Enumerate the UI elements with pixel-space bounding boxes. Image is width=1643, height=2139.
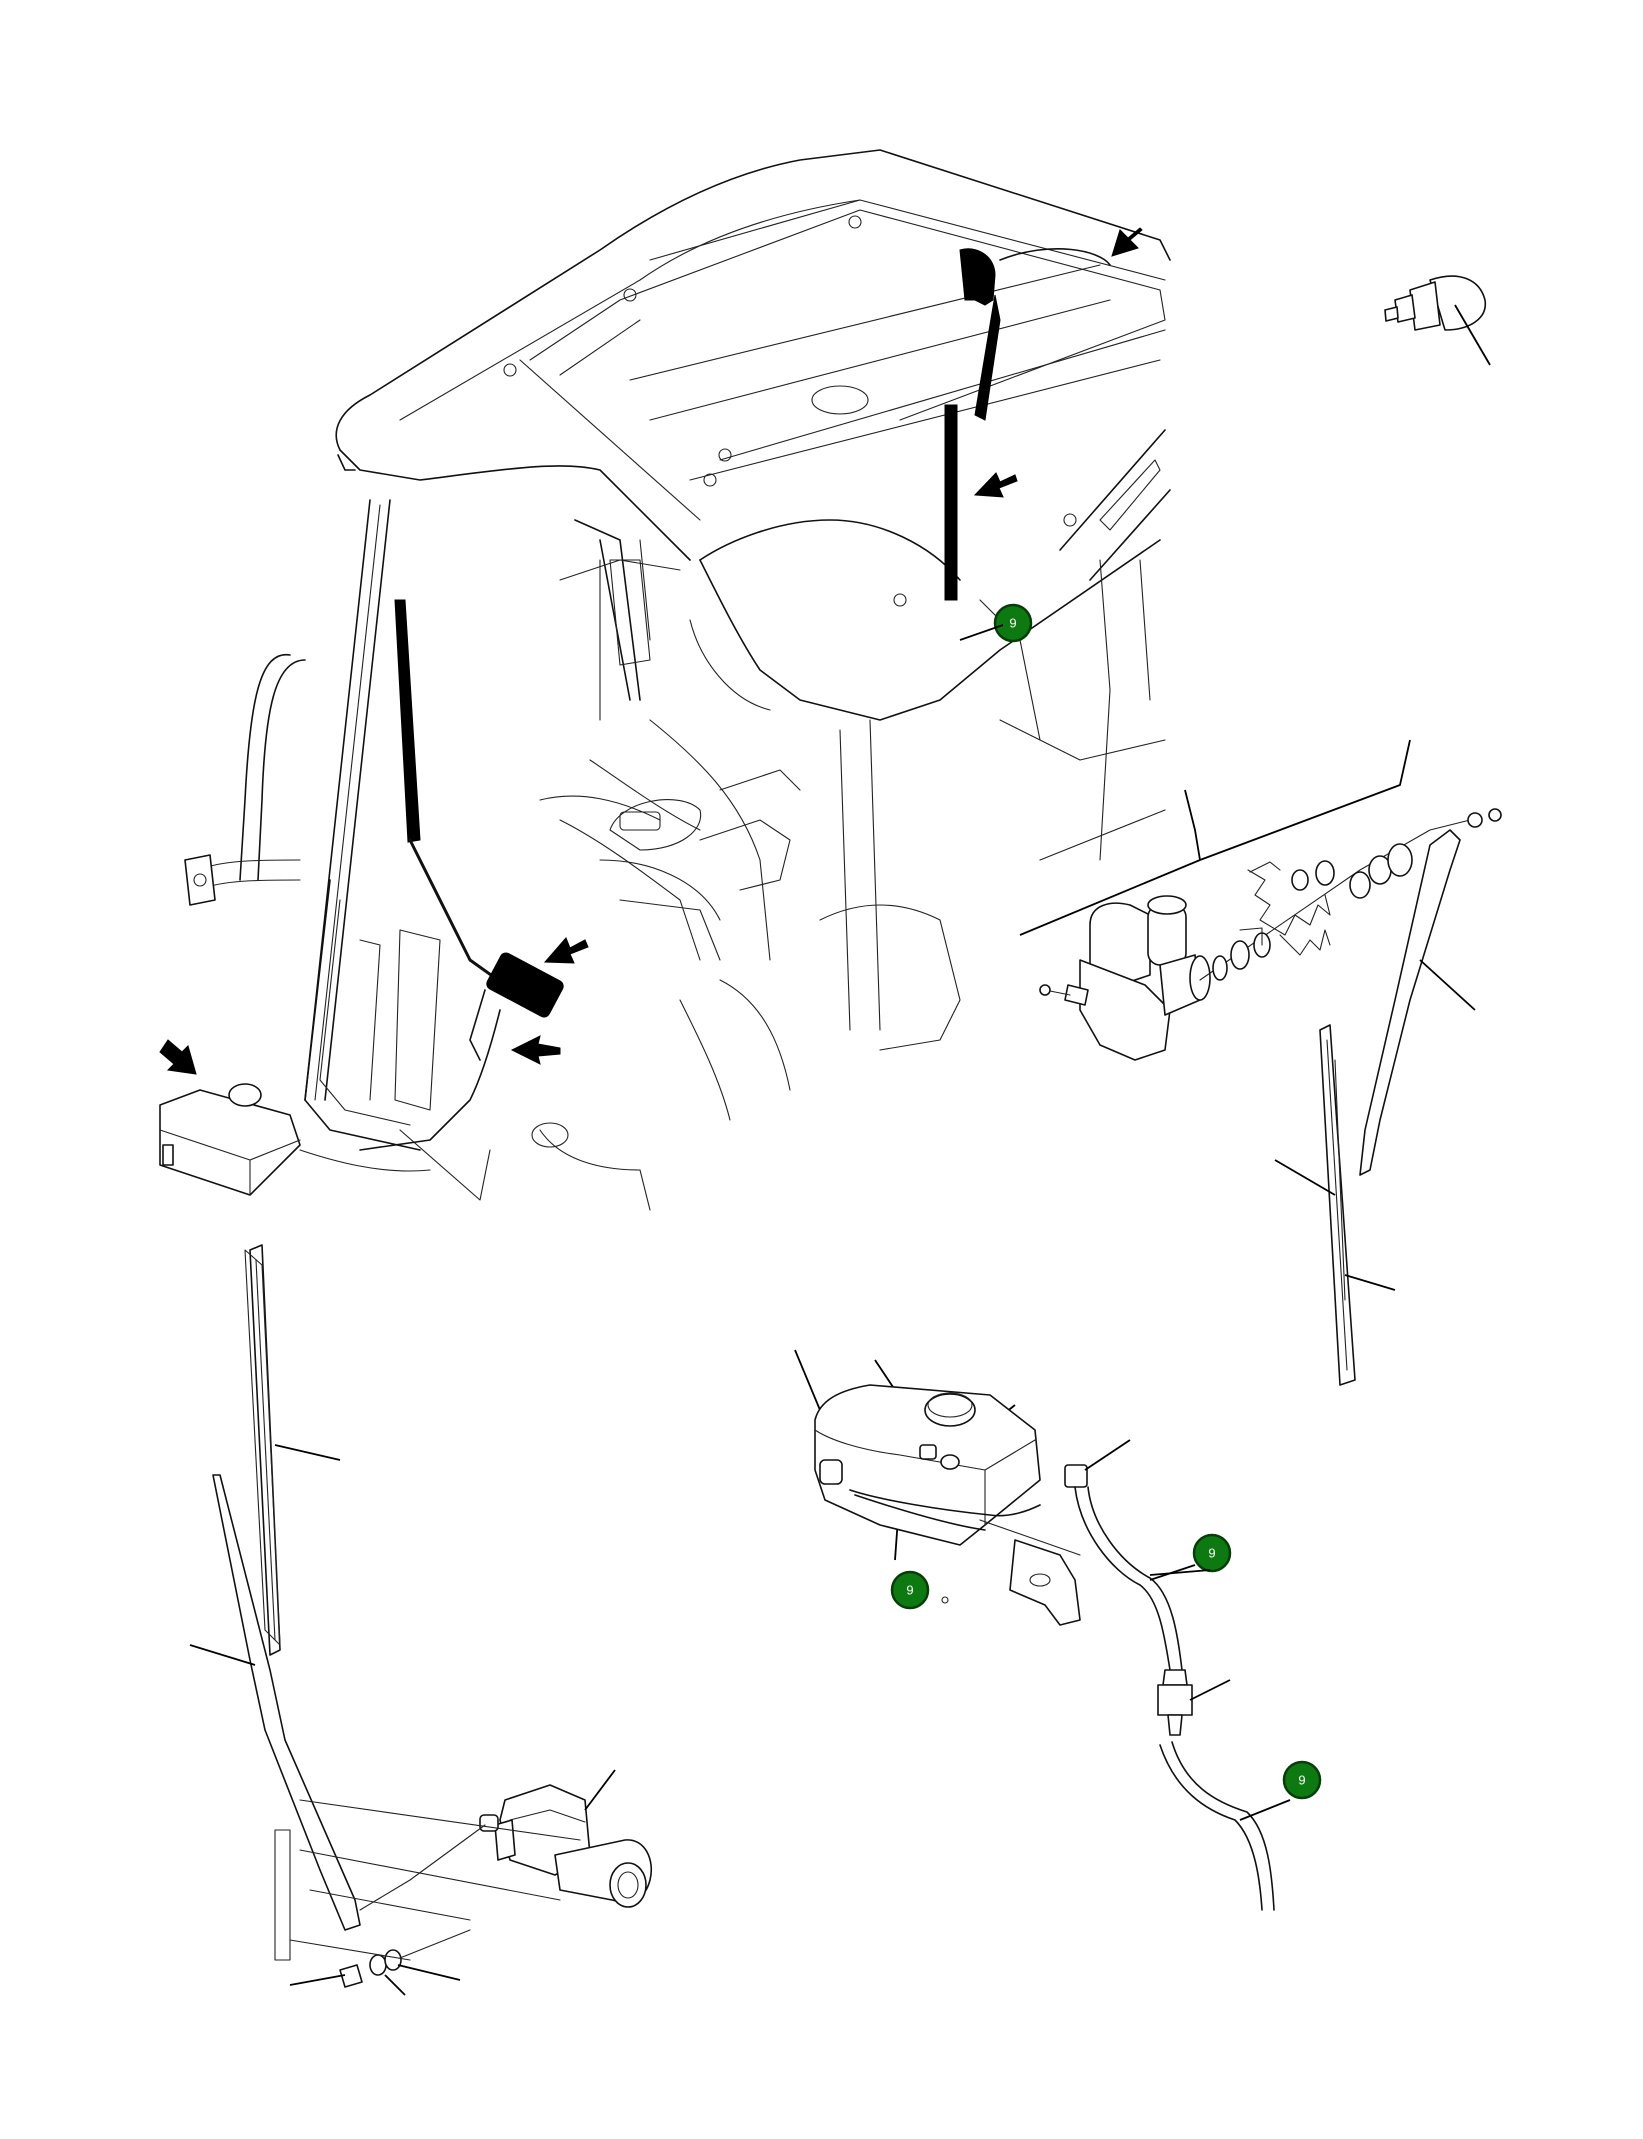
callout-badge-label: 9 [1298, 1773, 1305, 1788]
cab-rear-wiper-assembly [944, 248, 1111, 601]
rear-wiper-exploded-group [1019, 739, 1502, 1386]
badge-leader [1149, 1569, 1211, 1576]
cab-washer-reservoir [159, 1083, 431, 1196]
callout-badge: 9 [993, 603, 1033, 643]
cab-outline [184, 149, 1171, 1211]
callout-badge: 9 [1192, 1533, 1232, 1573]
arrow-front-wiper-motor [543, 937, 589, 964]
callout-badge: 9 [890, 1570, 930, 1610]
arrow-reservoir [159, 1039, 197, 1075]
callout-badge-label: 9 [1009, 616, 1016, 631]
arrow-rear-wiper-arm [973, 472, 1018, 498]
callout-badge: 9 [1282, 1760, 1322, 1800]
arrow-rear-washer-nozzle [1111, 227, 1143, 257]
badge-leader [959, 624, 1004, 641]
cab-front-wiper-assembly [359, 599, 564, 1151]
callout-badges: 9 9 9 9 [890, 603, 1322, 1800]
washer-nozzle-part [1384, 275, 1491, 366]
pointer-arrows [159, 227, 1143, 1075]
front-wiper-exploded-group [189, 1244, 652, 1996]
callout-badge-label: 9 [906, 1583, 913, 1598]
callout-badge-label: 9 [1208, 1546, 1215, 1561]
arrow-front-washer-hose [510, 1035, 561, 1065]
washer-reservoir-exploded-group [794, 1349, 1291, 1911]
